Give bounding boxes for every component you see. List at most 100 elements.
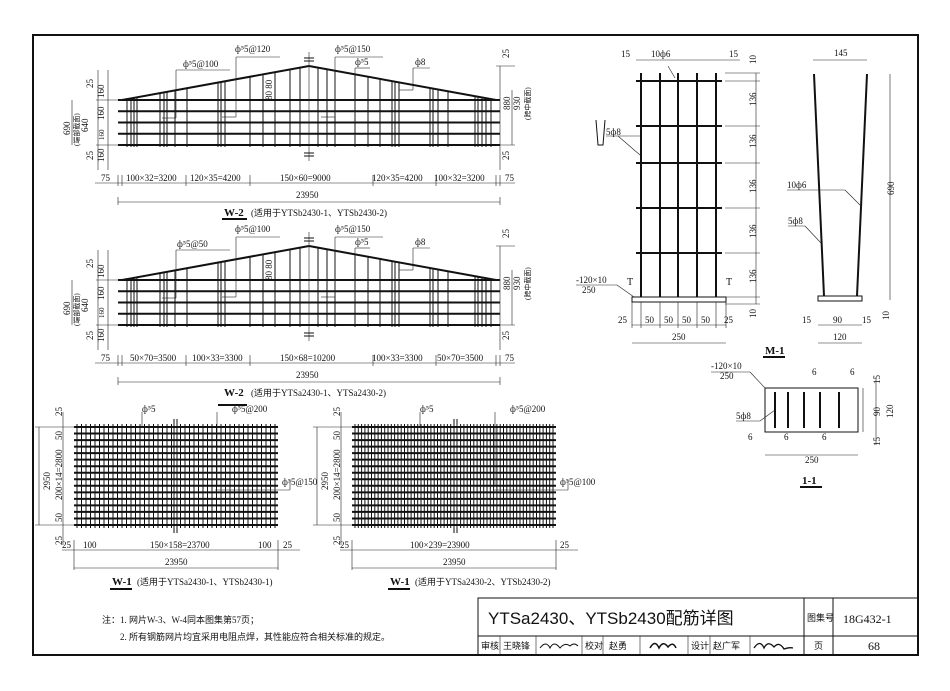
dim: 50	[54, 513, 64, 523]
total-dim: 250	[672, 332, 686, 342]
label: ф⁵5@120	[235, 44, 271, 54]
dim: 50	[332, 513, 342, 523]
dim: 50	[701, 315, 711, 325]
leader	[749, 371, 766, 389]
dim: 50	[664, 315, 674, 325]
dim: (端部截面)	[72, 293, 81, 326]
weld-label: 6	[822, 432, 827, 442]
dim: 25	[85, 259, 95, 269]
dim: 136	[748, 269, 758, 283]
rebar-label: 5ф8	[606, 127, 621, 137]
weld-label: 6	[850, 367, 855, 377]
dim: 10	[748, 309, 758, 319]
dim: 10	[748, 55, 758, 65]
checker: 赵勇	[609, 640, 627, 651]
dim: 160	[98, 307, 106, 318]
center-dim: 80 80	[264, 259, 274, 280]
designer: 赵广军	[713, 640, 740, 651]
label: ф8	[415, 237, 426, 247]
dim: 150×60=9000	[280, 173, 331, 183]
dim: 120	[885, 404, 895, 418]
u-bar-icon	[595, 119, 606, 146]
m1-detail	[576, 59, 891, 344]
base-plate	[631, 296, 727, 303]
label: ф⁵5@100	[183, 59, 219, 69]
dim: 15	[862, 315, 872, 325]
weld-label: 6	[784, 432, 789, 442]
view-title: 1-1	[802, 475, 817, 487]
label: ф⁵5@150	[282, 477, 318, 487]
top-bar	[121, 245, 310, 281]
dim: 100	[258, 540, 272, 550]
w2-bottom-texts: ф⁵5@50 ф⁵5@100 ф⁵5@150 ф⁵5 ф8 80 80 690 …	[62, 224, 532, 406]
dim: 15	[872, 437, 882, 447]
dim: (跨中截面)	[523, 267, 532, 300]
plate-label: 250	[582, 285, 596, 295]
plate-label: -120×10	[576, 275, 607, 285]
weld-label: 6	[748, 432, 753, 442]
label: ф⁵5@100	[235, 224, 271, 234]
label: ф⁵5@100	[560, 477, 596, 487]
dim: 640	[80, 298, 90, 312]
review-label: 审核	[481, 640, 499, 651]
label: ф⁵5	[355, 57, 369, 67]
checker-signature	[649, 642, 677, 650]
w1-panel-right	[313, 412, 578, 570]
top-bar	[308, 245, 497, 281]
label: ф⁵5@200	[232, 404, 268, 414]
dim: 2950	[320, 472, 330, 491]
dim: 160	[96, 286, 106, 300]
dim: 100×32=3200	[434, 173, 485, 183]
dim: 25	[501, 151, 511, 161]
dim: 200×14=2800	[54, 449, 64, 500]
dim: 50×70=3500	[437, 353, 484, 363]
label: ф⁵5@200	[510, 404, 546, 414]
design-label: 设计	[691, 640, 709, 651]
dim: 100×32=3200	[126, 173, 177, 183]
total-dim: 23950	[165, 557, 188, 567]
total-dim: 23950	[443, 557, 466, 567]
dim: 50	[54, 431, 64, 441]
side-bar	[856, 73, 868, 297]
view-subtitle: (适用于YTSa2430-1、YTSb2430-1)	[137, 577, 273, 587]
dim: 930	[512, 276, 522, 290]
dim: 10	[881, 311, 891, 321]
view-title: W-2	[224, 387, 244, 399]
view-title: W-2	[224, 207, 244, 219]
base-plate	[817, 295, 863, 302]
dim: 145	[834, 48, 848, 58]
dim: 75	[505, 353, 515, 363]
dim: 100×33=3300	[192, 353, 243, 363]
dim: 50×70=3500	[130, 353, 177, 363]
section-1-1	[711, 371, 877, 456]
dim: 2950	[42, 472, 52, 491]
label: ф⁵5	[420, 404, 434, 414]
dim: 25	[724, 315, 734, 325]
dim: 25	[501, 49, 511, 59]
leader	[667, 65, 676, 79]
dim: 640	[80, 118, 90, 132]
dim: 136	[748, 179, 758, 193]
dim: 160	[96, 264, 106, 278]
w1-left-texts: ф⁵5 ф⁵5@200 ф⁵5@150 2950 200×14=2800 50 …	[42, 404, 318, 590]
dim: 25	[340, 540, 350, 550]
dim: 160	[96, 106, 106, 120]
view-subtitle: (适用于YTSa2430-1、YTSa2430-2)	[251, 388, 386, 398]
dim: 136	[748, 134, 758, 148]
w2-panel-bottom	[71, 232, 515, 385]
label: ф⁵5	[142, 404, 156, 414]
dim: 160	[98, 129, 106, 140]
view-title: W-1	[112, 576, 132, 588]
w1-right-texts: ф⁵5 ф⁵5@200 ф⁵5@100 2950 200×14=2800 50 …	[320, 404, 596, 590]
dim: 880	[502, 276, 512, 290]
designer-signature	[753, 642, 794, 650]
note-2: 2. 所有钢筋网片均宜采用电阻点焊，其性能应符合相关标准的规定。	[120, 631, 390, 642]
dim: 25	[85, 331, 95, 341]
section-mark: T	[726, 277, 732, 288]
reviewer-signature	[539, 643, 579, 650]
dim: 690	[886, 181, 896, 195]
dim: 250	[805, 455, 819, 465]
view-title: M-1	[765, 345, 785, 357]
w2-panel-top	[71, 52, 515, 205]
